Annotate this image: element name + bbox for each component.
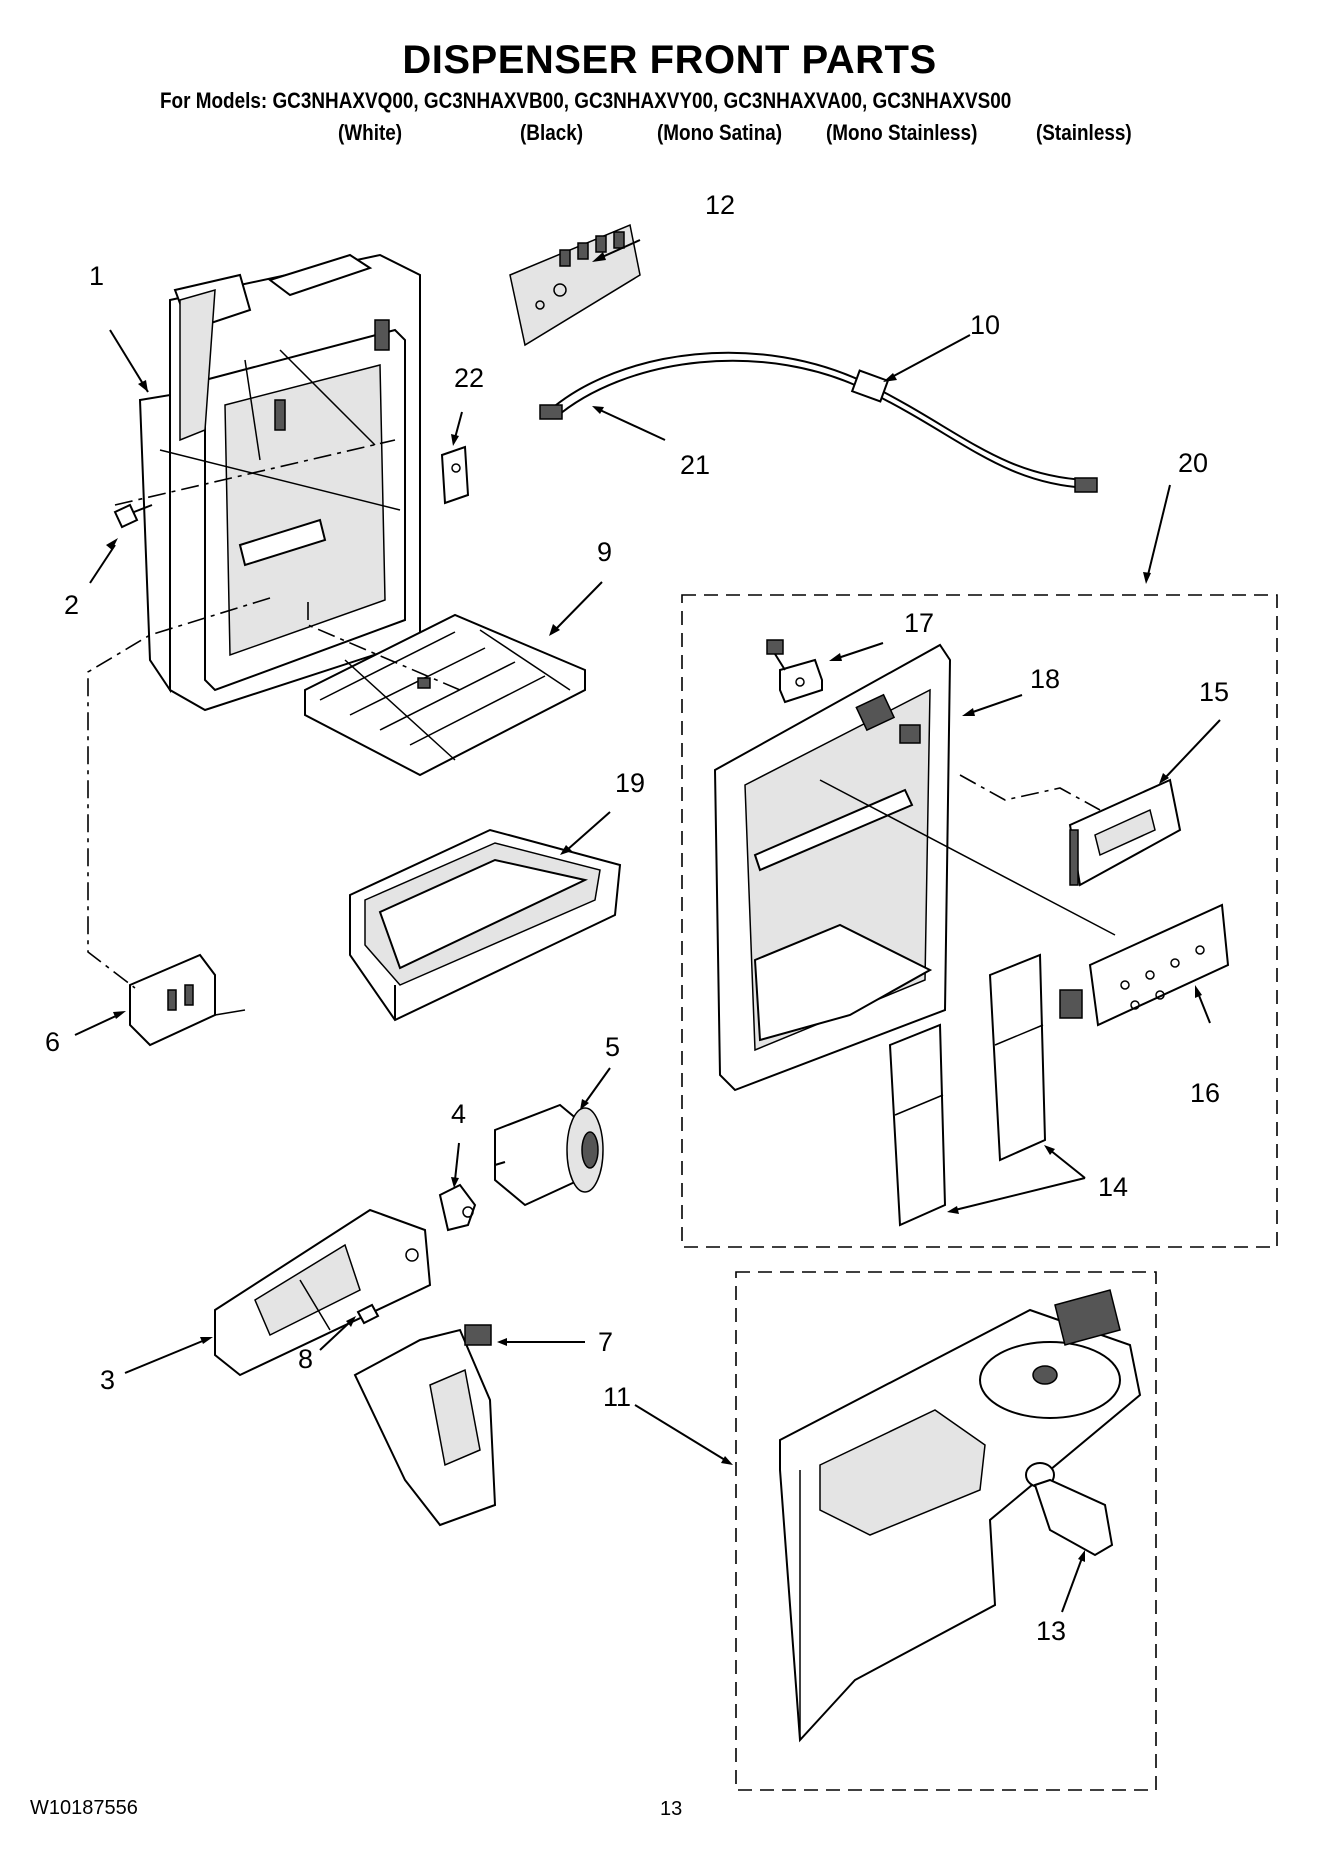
callout-10: 10 (970, 310, 1000, 340)
variant-black: (Black) (520, 120, 584, 145)
part-2-screw (113, 503, 153, 529)
part-14-paddles (888, 953, 1047, 1227)
leader-arrows (74, 239, 1221, 1613)
callout-4: 4 (451, 1099, 466, 1129)
callout-2: 2 (64, 590, 79, 620)
part-6-switch (129, 953, 246, 1047)
callout-22: 22 (454, 363, 484, 393)
callout-20: 20 (1178, 448, 1208, 478)
callout-18: 18 (1030, 664, 1060, 694)
callout-8: 8 (298, 1344, 313, 1374)
part-5-motor (494, 1103, 604, 1207)
part-4-actuator (438, 1183, 477, 1232)
callout-17: 17 (904, 608, 934, 638)
callout-labels: 1 2 3 4 5 6 7 8 9 10 11 12 13 14 15 16 1… (45, 190, 1229, 1646)
part-17-module (766, 639, 823, 704)
part-15-board (1068, 778, 1182, 887)
models-line: For Models: GC3NHAXVQ00, GC3NHAXVB00, GC… (160, 88, 1012, 113)
part-9-drip-tray-grille (304, 613, 586, 777)
variant-mono-stainless: (Mono Stainless) (826, 120, 978, 145)
part-8-screw (356, 1303, 380, 1325)
part-16-control-panel (1059, 903, 1230, 1027)
callout-1: 1 (89, 261, 104, 291)
callout-15: 15 (1199, 677, 1229, 707)
callout-12: 12 (705, 190, 735, 220)
callout-5: 5 (605, 1032, 620, 1062)
variant-mono-satina: (Mono Satina) (657, 120, 783, 145)
variant-stainless: (Stainless) (1036, 120, 1132, 145)
callout-19: 19 (615, 768, 645, 798)
callout-13: 13 (1036, 1616, 1066, 1646)
part-11-ice-chute (779, 1289, 1142, 1743)
variant-white: (White) (338, 120, 403, 145)
assembly-boxes (87, 439, 1278, 1791)
callout-6: 6 (45, 1027, 60, 1057)
callout-9: 9 (597, 537, 612, 567)
page-title: DISPENSER FRONT PARTS (402, 38, 937, 82)
part-19-drip-tray (349, 828, 622, 1022)
callout-3: 3 (100, 1365, 115, 1395)
part-3-bracket (214, 1208, 432, 1377)
page-number: 13 (660, 1798, 683, 1820)
part-10-21-wire-harness (539, 351, 1098, 493)
part-22-clip (440, 445, 470, 505)
callout-11: 11 (603, 1382, 631, 1412)
callout-14: 14 (1098, 1172, 1128, 1202)
part-18-cavity-front (713, 643, 1116, 1092)
document-number: W10187556 (30, 1797, 138, 1819)
callout-16: 16 (1190, 1078, 1220, 1108)
callout-7: 7 (598, 1327, 613, 1357)
part-1-housing (138, 253, 421, 712)
callout-21: 21 (680, 450, 710, 480)
part-13-water-outlet (1025, 1462, 1114, 1557)
part-7-lever (353, 1324, 497, 1527)
part-12-control-board (509, 223, 641, 347)
